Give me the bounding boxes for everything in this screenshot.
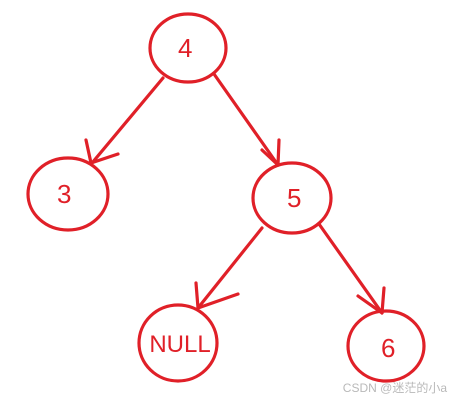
tree-node-n3: 3 [26, 156, 110, 232]
node-label: 3 [57, 179, 71, 209]
node-circle [148, 12, 228, 84]
edge-n4-to-n5 [212, 72, 281, 167]
node-label: 6 [381, 333, 395, 363]
tree-node-nnull: NULL [137, 303, 219, 383]
node-circle [251, 161, 333, 235]
tree-node-n6: 6 [346, 309, 426, 383]
edge-line [196, 226, 264, 310]
node-label: NULL [149, 331, 210, 358]
edge-n5-to-nnull [194, 226, 264, 310]
edge-line [212, 72, 280, 167]
edges-layer [84, 72, 386, 315]
edge-n5-to-n6 [317, 222, 386, 315]
tree-node-n4: 4 [148, 12, 228, 84]
node-circle [26, 156, 110, 232]
node-label: 4 [178, 33, 192, 63]
edge-line [90, 76, 165, 165]
arrow-head-icon [356, 286, 386, 315]
arrow-head-icon [194, 281, 240, 310]
csdn-watermark: CSDN @迷茫的小a [342, 381, 447, 395]
node-circle [137, 303, 219, 383]
tree-node-n5: 5 [251, 161, 333, 235]
node-circle [346, 309, 426, 383]
edge-n4-to-n3 [84, 76, 165, 165]
edge-line [317, 222, 384, 315]
node-label: 5 [287, 183, 301, 213]
